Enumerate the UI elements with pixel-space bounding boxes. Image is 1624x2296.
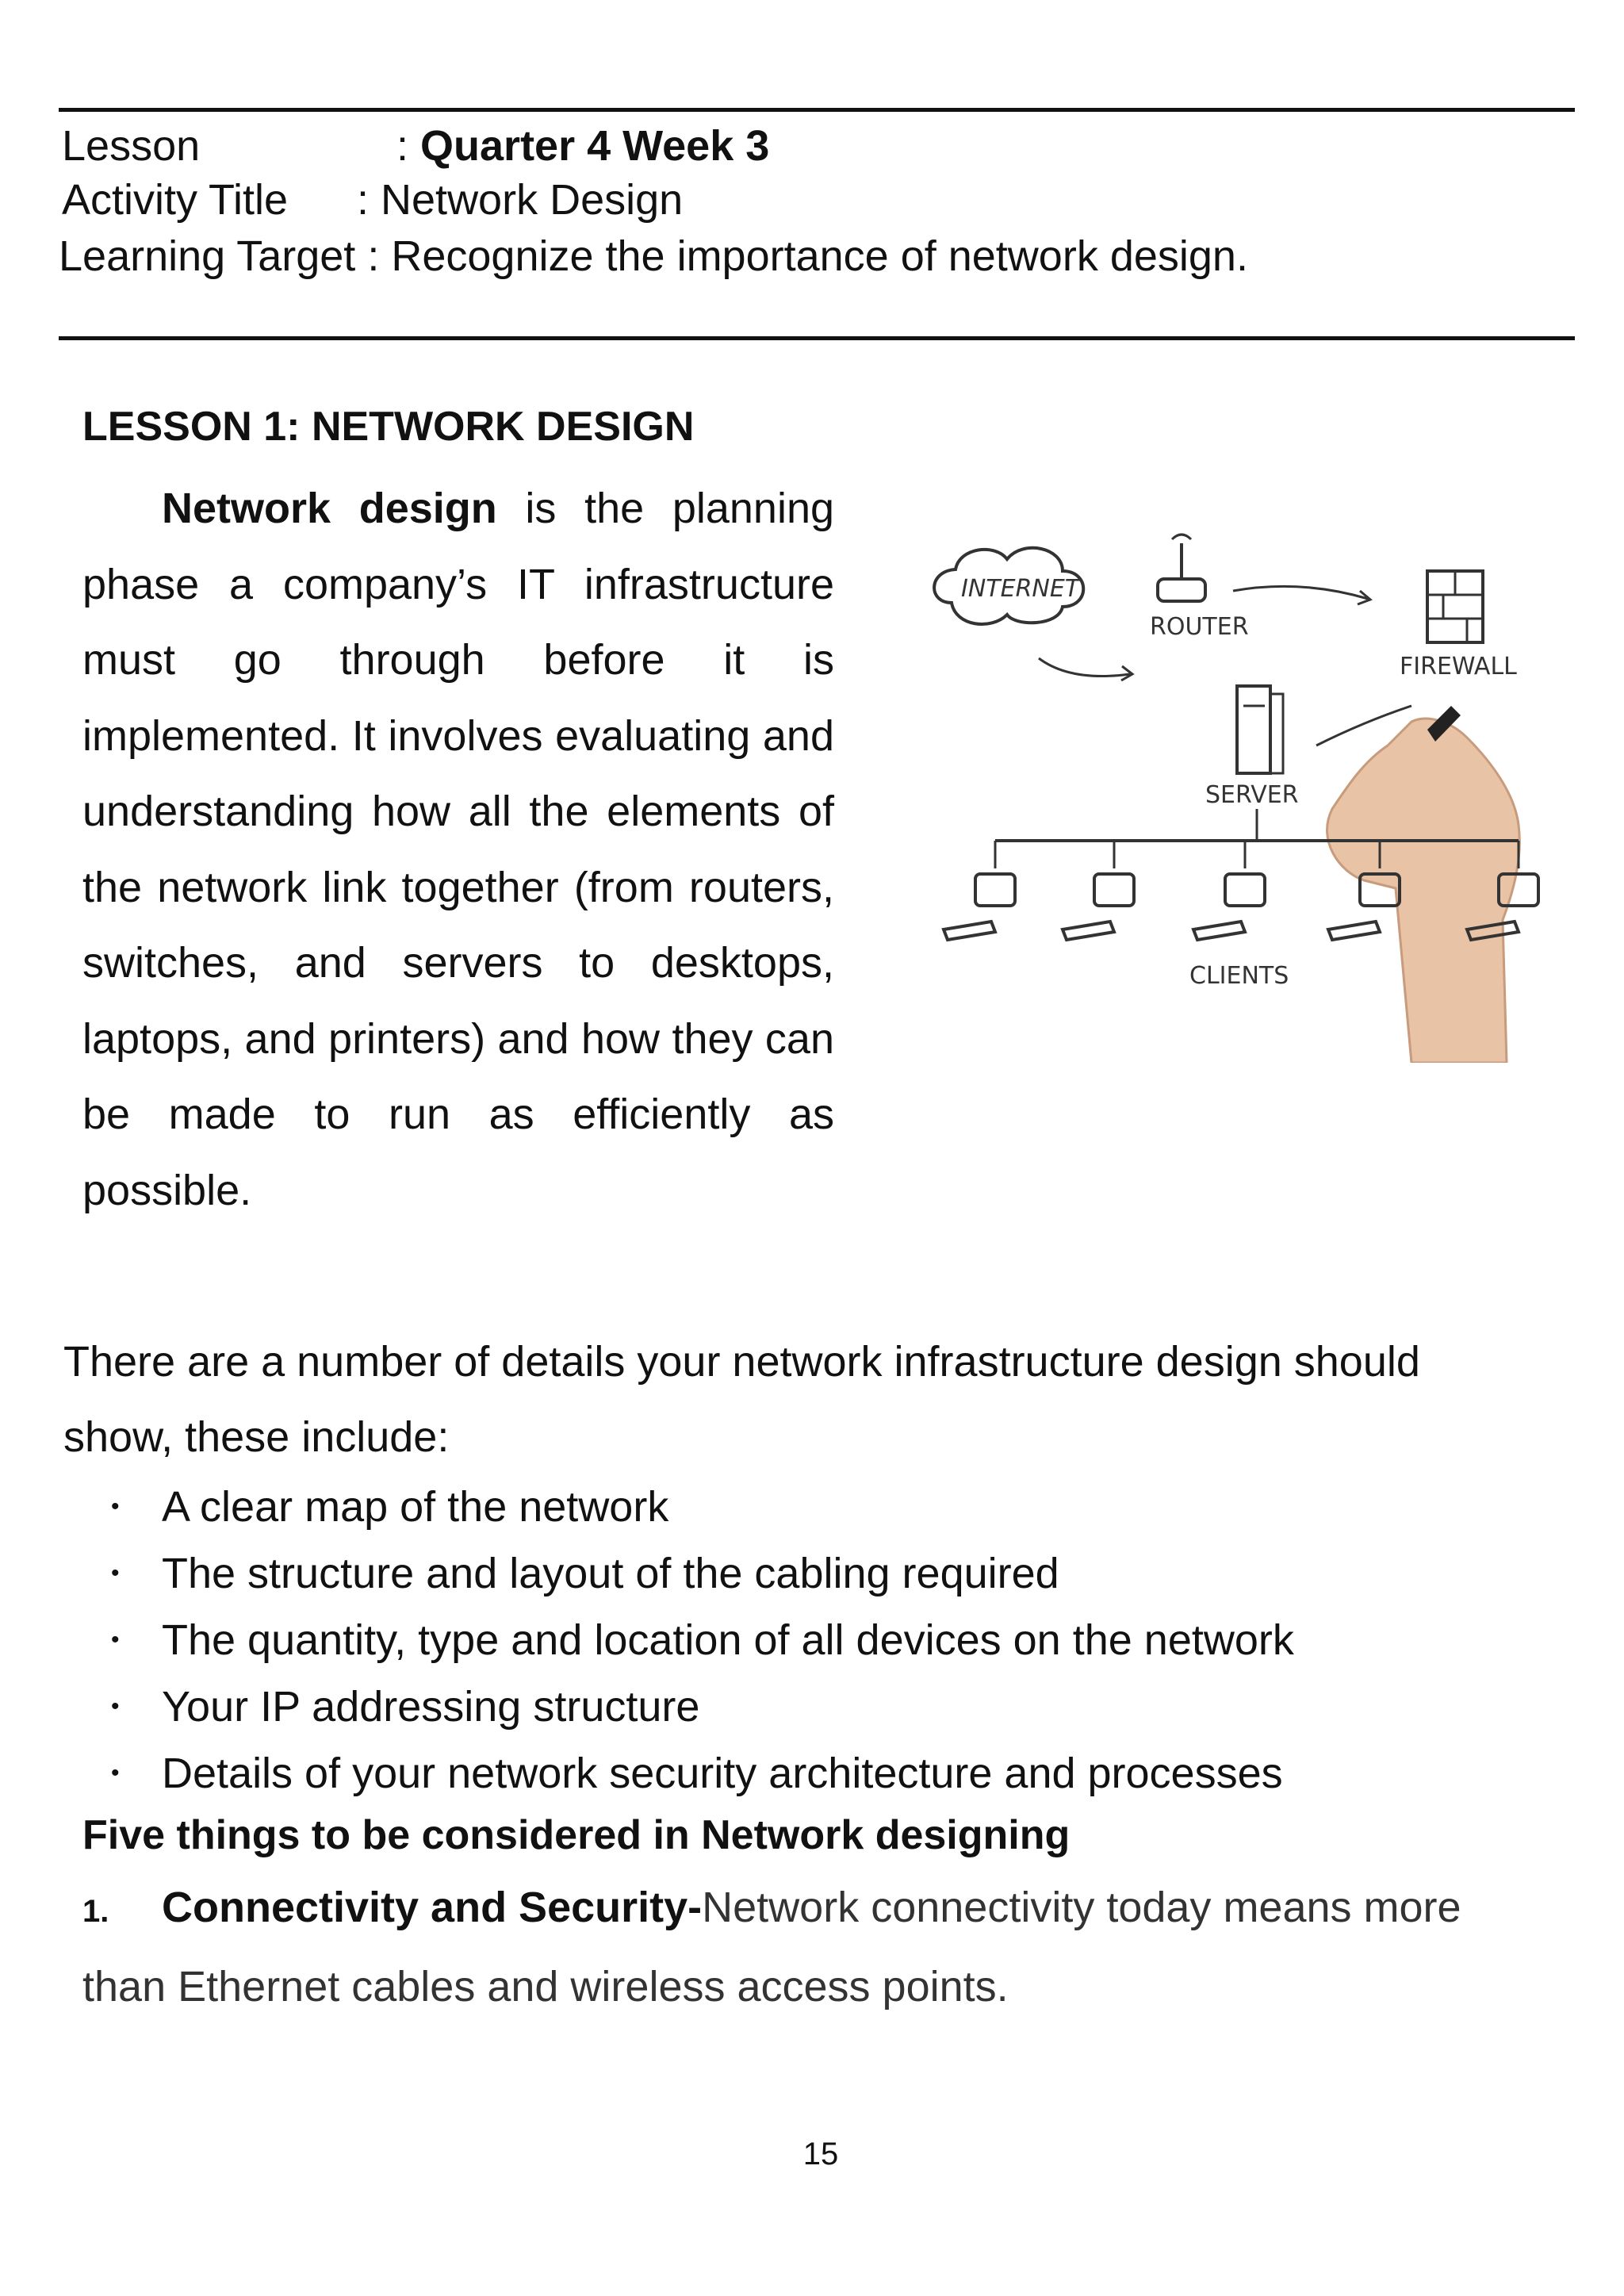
firewall-label: FIREWALL: [1400, 653, 1517, 680]
consideration-title: Connectivity and Security-: [162, 1884, 703, 1931]
clients-label: CLIENTS: [1189, 962, 1289, 990]
server-icon: SERVER: [1205, 684, 1299, 809]
target-row: Learning Target : Recognize the importan…: [59, 235, 1248, 278]
top-rule: [59, 108, 1575, 112]
internet-label: INTERNET: [961, 575, 1082, 603]
router-icon: ROUTER: [1150, 533, 1249, 641]
page-number: 15: [802, 2137, 839, 2171]
hand-illustration: [1326, 717, 1521, 1063]
network-diagram-illustration: INTERNET ROUTER FIREWALL SERVER: [933, 533, 1540, 1063]
list-item: •Your IP addressing structure: [111, 1683, 700, 1731]
list-item: •The quantity, type and location of all …: [111, 1616, 1294, 1664]
activity-value: Network Design: [381, 176, 684, 224]
lesson-label: Lesson: [62, 122, 201, 170]
intro-paragraph: Network design is the planning phase a c…: [82, 471, 834, 1228]
target-value: Recognize the importance of network desi…: [391, 232, 1248, 280]
header-bottom-rule: [59, 336, 1575, 340]
client-computer-icons: [941, 872, 1540, 942]
details-list: •A clear map of the network •The structu…: [111, 1481, 1294, 1815]
activity-separator: :: [357, 176, 370, 224]
lesson-value: Quarter 4 Week 3: [420, 122, 770, 170]
firewall-icon: FIREWALL: [1400, 569, 1517, 680]
list-item: •A clear map of the network: [111, 1483, 669, 1531]
consideration-number: 1.: [82, 1894, 109, 1929]
lesson-separator: :: [396, 122, 409, 170]
list-item: •The structure and layout of the cabling…: [111, 1550, 1059, 1597]
router-label: ROUTER: [1150, 613, 1249, 641]
details-paragraph: There are a number of details your netwo…: [63, 1338, 1420, 1461]
considerations-heading: Five things to be considered in Network …: [82, 1812, 1071, 1858]
activity-label: Activity Title: [62, 176, 289, 224]
client-drops: [994, 841, 1520, 868]
intro-text: is the planning phase a company’s IT inf…: [82, 485, 835, 1214]
internet-cloud-icon: INTERNET: [933, 546, 1086, 626]
intro-term: Network design: [162, 485, 497, 532]
target-separator: :: [367, 232, 380, 280]
target-label: Learning Target: [59, 232, 356, 280]
lesson-row: Lesson : Quarter 4 Week 3: [62, 122, 769, 170]
consideration-item: 1. Connectivity and Security-Network conn…: [82, 1870, 1510, 2025]
lesson-heading: LESSON 1: NETWORK DESIGN: [82, 404, 695, 450]
list-item: •Details of your network security archit…: [111, 1750, 1283, 1797]
consideration-text: Network connectivity today means more th…: [82, 1884, 1461, 2010]
server-label: SERVER: [1205, 781, 1299, 809]
activity-row: Activity Title : Network Design: [62, 176, 683, 224]
